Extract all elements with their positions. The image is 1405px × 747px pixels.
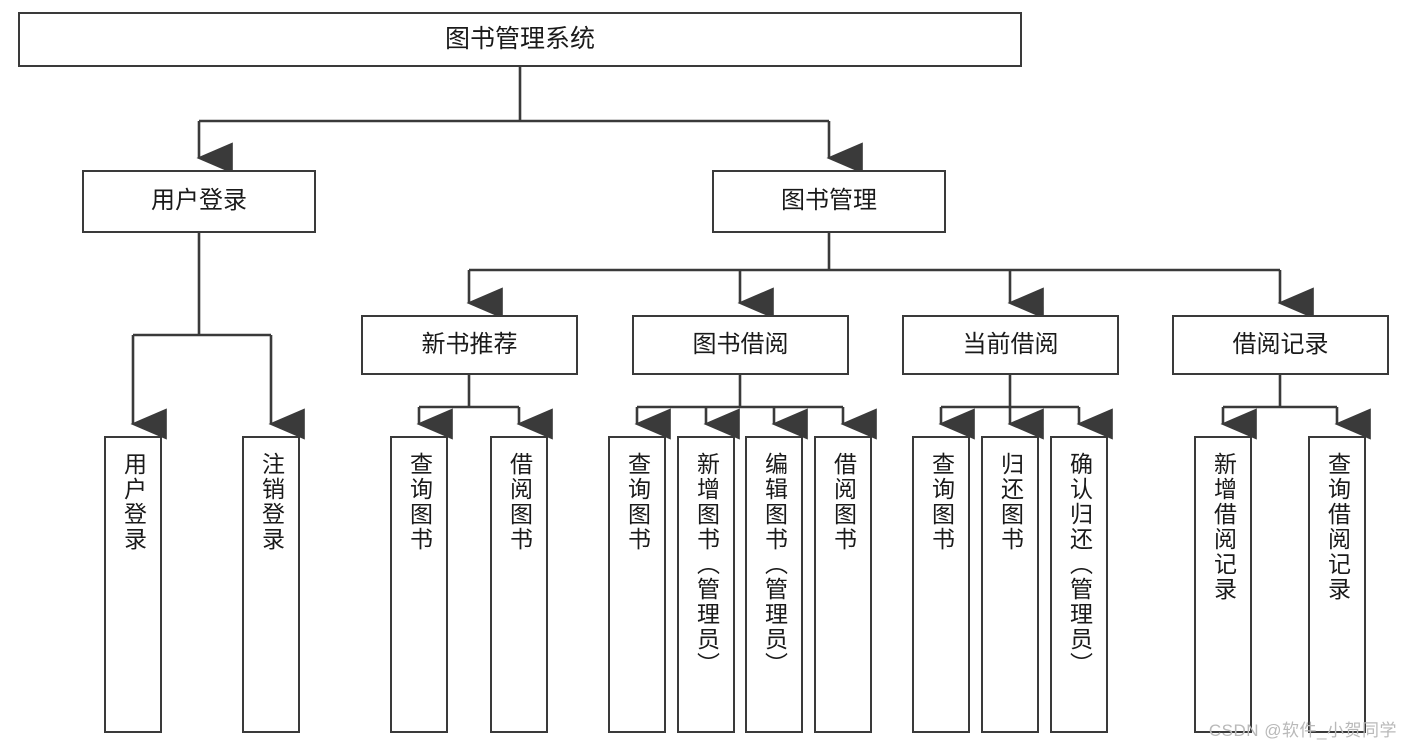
node-borrow-record[interactable]: 借阅记录 [1172,315,1389,375]
node-root-label: 图书管理系统 [444,24,595,53]
leaf-user-login-label: 用户登录 [120,452,147,552]
node-book-borrow-label: 图书借阅 [692,330,789,358]
leaf-borrow-book-1-label: 借阅图书 [506,452,533,552]
node-borrow-record-label: 借阅记录 [1232,330,1329,358]
node-book-borrow[interactable]: 图书借阅 [632,315,849,375]
node-current-borrow[interactable]: 当前借阅 [902,315,1119,375]
leaf-query-record-label: 查询借阅记录 [1324,452,1351,602]
leaf-add-book[interactable]: 新增图书（管理员） [677,436,735,733]
leaf-edit-book-label: 编辑图书（管理员） [761,452,788,677]
leaf-query-record[interactable]: 查询借阅记录 [1308,436,1366,733]
leaf-add-book-label: 新增图书（管理员） [693,452,720,677]
leaf-query-book-1-label: 查询图书 [406,452,433,552]
leaf-add-record-label: 新增借阅记录 [1210,452,1237,602]
leaf-return-book-label: 归还图书 [997,452,1024,552]
node-new-book-recommend-label: 新书推荐 [421,330,518,358]
leaf-borrow-book-2-label: 借阅图书 [830,452,857,552]
leaf-query-book-3-label: 查询图书 [928,452,955,552]
leaf-query-book-2[interactable]: 查询图书 [608,436,666,733]
leaf-query-book-3[interactable]: 查询图书 [912,436,970,733]
node-user-login[interactable]: 用户登录 [82,170,316,233]
leaf-query-book-1[interactable]: 查询图书 [390,436,448,733]
watermark-text: CSDN @软件_小贺同学 [1208,721,1397,740]
leaf-user-login[interactable]: 用户登录 [104,436,162,733]
leaf-confirm-return-label: 确认归还（管理员） [1066,452,1093,677]
leaf-query-book-2-label: 查询图书 [624,452,651,552]
leaf-borrow-book-2[interactable]: 借阅图书 [814,436,872,733]
node-new-book-recommend[interactable]: 新书推荐 [361,315,578,375]
leaf-add-record[interactable]: 新增借阅记录 [1194,436,1252,733]
node-book-manage-label: 图书管理 [781,187,877,215]
leaf-edit-book[interactable]: 编辑图书（管理员） [745,436,803,733]
leaf-logout-login-label: 注销登录 [258,452,285,552]
leaf-logout-login[interactable]: 注销登录 [242,436,300,733]
leaf-return-book[interactable]: 归还图书 [981,436,1039,733]
leaf-borrow-book-1[interactable]: 借阅图书 [490,436,548,733]
leaf-confirm-return[interactable]: 确认归还（管理员） [1050,436,1108,733]
node-user-login-label: 用户登录 [151,187,247,215]
node-book-manage[interactable]: 图书管理 [712,170,946,233]
node-root[interactable]: 图书管理系统 [18,12,1022,67]
node-current-borrow-label: 当前借阅 [962,330,1059,358]
